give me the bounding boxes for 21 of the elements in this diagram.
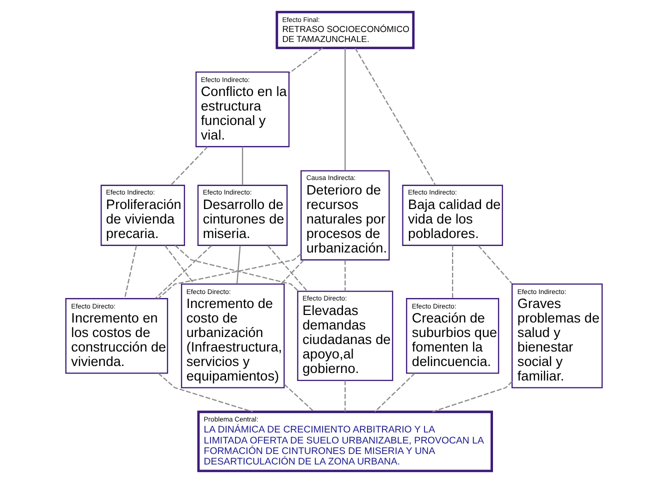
connector	[241, 146, 243, 186]
connector	[288, 48, 322, 74]
connector	[344, 260, 346, 292]
connector	[452, 246, 453, 298]
connector	[284, 384, 314, 412]
connector	[266, 245, 308, 292]
connector	[236, 246, 240, 284]
connector	[174, 244, 298, 292]
connector	[280, 260, 304, 284]
connector	[374, 372, 415, 412]
connector	[157, 253, 301, 299]
connector	[344, 380, 346, 412]
connector	[432, 381, 512, 412]
connector	[344, 48, 346, 170]
connector	[154, 245, 212, 299]
connector	[170, 146, 208, 186]
connector	[477, 245, 512, 284]
connector	[124, 246, 136, 298]
connector	[157, 372, 252, 412]
connector	[354, 48, 436, 186]
connector	[164, 245, 194, 284]
